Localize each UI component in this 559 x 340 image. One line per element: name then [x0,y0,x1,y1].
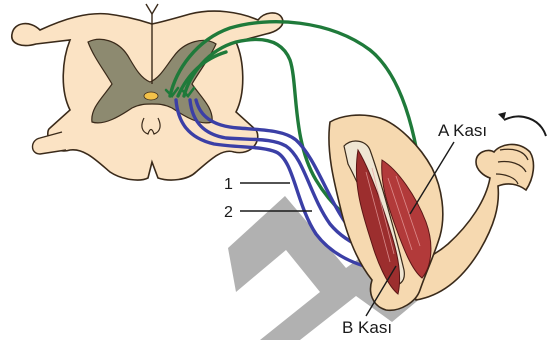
curved-arrow-icon [498,112,546,136]
dorsal-root-y-mark [146,4,158,14]
label-muscle-a: A Kası [438,121,487,140]
label-pathway-2: 2 [224,204,233,221]
ventral-root-left [33,132,67,154]
label-pathway-1: 1 [224,176,233,193]
label-muscle-b: B Kası [342,318,392,337]
central-canal [144,92,158,100]
spinal-cord-section [12,4,283,180]
